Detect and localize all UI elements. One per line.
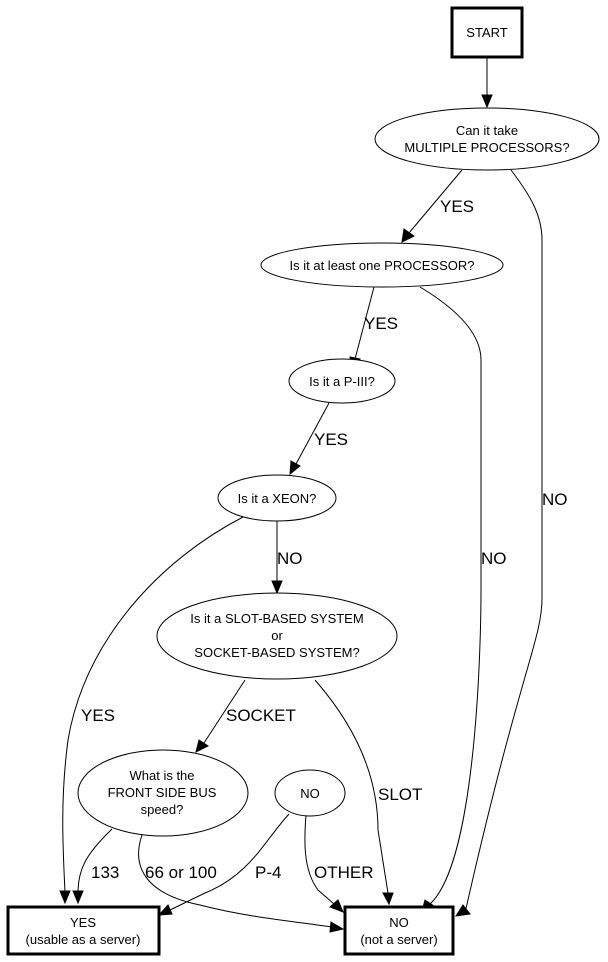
node-label: NO xyxy=(389,915,409,930)
node-label: Is it a XEON? xyxy=(238,491,317,506)
edge-one-proc-to-p3 xyxy=(354,286,375,360)
node-yes-usable-as-server: YES (usable as a server) xyxy=(6,905,161,956)
node-label: START xyxy=(466,25,507,40)
arrowhead-icon xyxy=(329,921,345,933)
edge-xeon-to-yes-end xyxy=(62,516,244,893)
edge-fsb-to-no-end xyxy=(138,834,333,928)
arrowhead-icon xyxy=(454,904,471,917)
edge-multi-to-one-proc xyxy=(408,169,463,234)
node-start: START xyxy=(450,6,524,59)
arrowhead-icon xyxy=(481,94,493,109)
arrowhead-icon xyxy=(59,890,71,905)
arrowhead-icon xyxy=(289,460,301,476)
edge-label-no: NO xyxy=(481,549,507,568)
edge-label-yes: YES xyxy=(440,197,474,216)
node-at-least-one-processor: Is it at least one PROCESSOR? xyxy=(260,242,504,288)
arrowhead-icon xyxy=(72,890,84,905)
edge-label-slot: SLOT xyxy=(378,785,422,804)
edge-multi-to-no-end xyxy=(464,169,543,914)
edge-label-no: NO xyxy=(277,549,303,568)
edge-no-mid-to-yes-end xyxy=(169,813,290,911)
arrowhead-icon xyxy=(271,580,283,595)
edge-one-proc-to-no-end xyxy=(419,286,482,905)
node-p3: Is it a P-III? xyxy=(288,358,396,404)
node-label: or xyxy=(271,628,283,643)
edge-p3-to-xeon xyxy=(295,402,330,465)
node-label: What is the xyxy=(129,768,194,783)
node-label: Is it a SLOT-BASED SYSTEM xyxy=(190,611,363,626)
edge-label-yes: YES xyxy=(364,314,398,333)
edge-label-other: OTHER xyxy=(314,863,374,882)
arrowhead-icon xyxy=(195,739,209,753)
edge-labels: YES NO YES NO YES NO YES SOCKET SLOT 133… xyxy=(81,197,568,882)
node-xeon: Is it a XEON? xyxy=(217,474,337,522)
node-label: (not a server) xyxy=(360,932,437,947)
node-label: SOCKET-BASED SYSTEM? xyxy=(194,645,359,660)
edge-no-mid-to-no-end xyxy=(304,814,335,905)
arrowhead-icon xyxy=(382,892,394,906)
edge-label-yes: YES xyxy=(314,430,348,449)
arrowhead-icon xyxy=(329,899,344,913)
edge-label-66-or-100: 66 or 100 xyxy=(145,863,217,882)
node-label: Is it at least one PROCESSOR? xyxy=(290,258,475,273)
node-no-intermediate: NO xyxy=(274,769,346,817)
node-slot-or-socket: Is it a SLOT-BASED SYSTEM or SOCKET-BASE… xyxy=(156,592,398,680)
arrowhead-icon xyxy=(401,228,415,243)
node-label: Can it take xyxy=(456,123,518,138)
node-front-side-bus: What is the FRONT SIDE BUS speed? xyxy=(77,749,249,837)
edge-slot-socket-to-fsb xyxy=(203,679,246,744)
node-label: MULTIPLE PROCESSORS? xyxy=(404,140,569,155)
edge-slot-socket-to-no-end xyxy=(314,679,389,894)
arrowhead-icon xyxy=(157,904,173,916)
node-multiple-processors: Can it take MULTIPLE PROCESSORS? xyxy=(374,107,600,171)
edge-label-socket: SOCKET xyxy=(226,706,296,725)
node-label: YES xyxy=(70,915,96,930)
node-label: FRONT SIDE BUS xyxy=(108,785,217,800)
edge-label-p4: P-4 xyxy=(255,863,281,882)
node-label: NO xyxy=(300,786,320,801)
node-label: (usable as a server) xyxy=(26,932,141,947)
edge-label-yes: YES xyxy=(81,706,115,725)
edge-label-133: 133 xyxy=(91,863,119,882)
edge-label-no: NO xyxy=(542,490,568,509)
node-label: Is it a P-III? xyxy=(309,374,375,389)
node-no-not-a-server: NO (not a server) xyxy=(343,905,455,956)
node-label: speed? xyxy=(141,802,184,817)
edge-fsb-to-yes-end xyxy=(77,828,113,894)
